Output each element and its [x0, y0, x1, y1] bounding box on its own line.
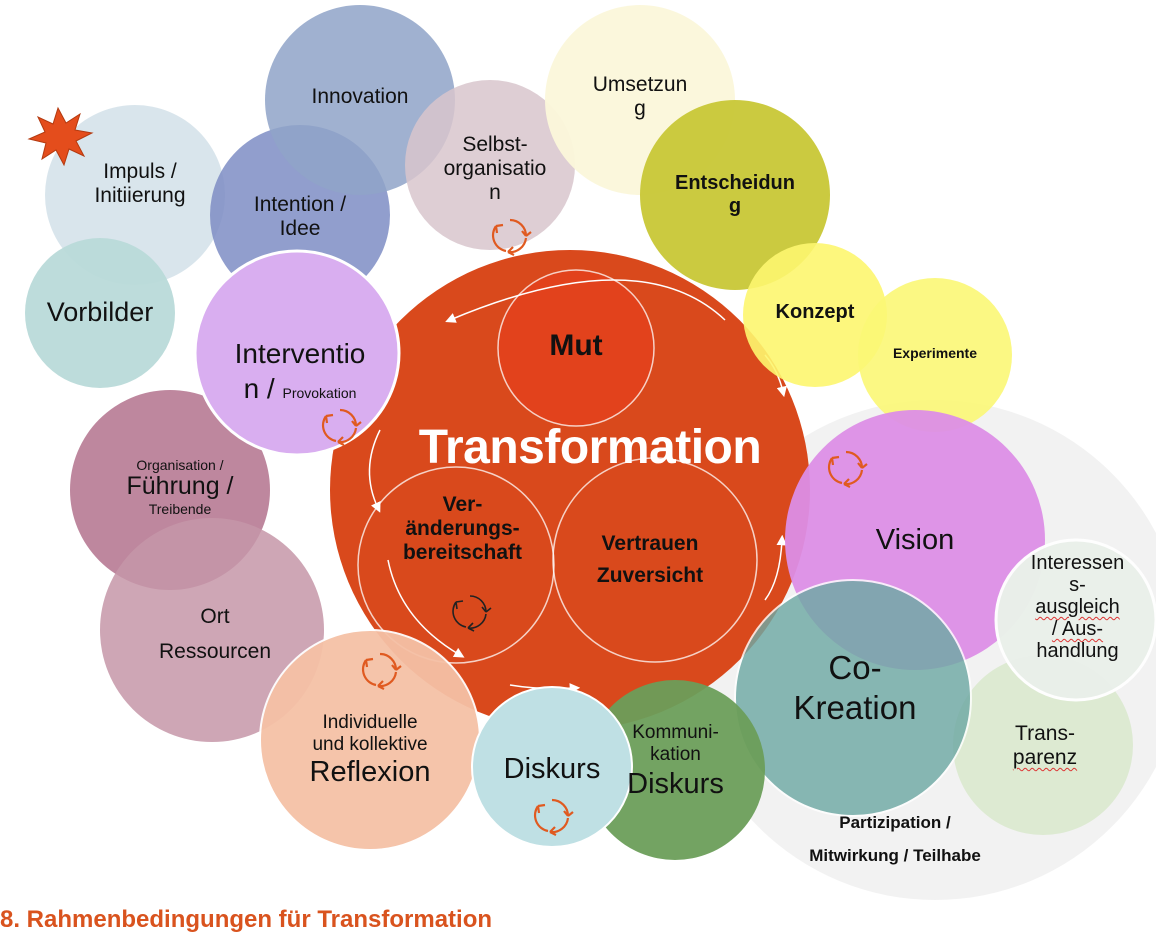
- label-vorbilder: Vorbilder: [46, 297, 154, 327]
- cycle-icon: [361, 652, 402, 690]
- bubble-kokreation: [734, 579, 972, 817]
- bubble-experimente: [858, 278, 1012, 432]
- label-partizipation: Partizipation /Mitwirkung / Teilhabe: [809, 813, 981, 866]
- cycle-icon: [491, 218, 532, 256]
- label-vision: Vision: [875, 524, 955, 556]
- vertrauen-circle: [552, 457, 758, 663]
- starburst-icon: [27, 106, 94, 167]
- transformation-circle: [330, 250, 810, 730]
- arrow-right: [764, 534, 787, 601]
- cycle-icon: [827, 450, 868, 488]
- label-konzept: Konzept: [775, 301, 855, 323]
- cycle-icon: [321, 408, 362, 446]
- arrow-lower-left: [387, 559, 465, 658]
- label-innovation: Innovation: [311, 85, 409, 108]
- label-kokreation: Co-Kreation: [793, 649, 917, 726]
- caption: 8. Rahmenbedingungen für Transformation: [0, 906, 493, 933]
- mut-circle: [497, 269, 655, 427]
- label-transparenz: Trans-parenz: [1012, 722, 1078, 770]
- bubble-interessen: [994, 538, 1156, 702]
- label-impuls: Impuls /Initiierung: [94, 160, 186, 208]
- label-experimente: Experimente: [892, 345, 978, 361]
- label-mut: Mut: [549, 329, 603, 362]
- veraenderung-circle: [357, 466, 555, 664]
- bubble-ressourcen: [100, 518, 324, 742]
- arrow-top: [445, 279, 726, 323]
- label-reflexion: Individuelle und kollektive Reflexion: [309, 712, 431, 788]
- label-fuehrung: Organisation / Führung / Treibende: [126, 457, 234, 517]
- bubble-entscheidung: [640, 100, 830, 290]
- label-intervention: Interventio n / Provokation: [234, 338, 366, 404]
- bubble-kommunikation: [585, 680, 765, 860]
- label-veraenderung: Ver-änderungs-bereitschaft: [402, 493, 523, 565]
- cycle-icon: [533, 798, 574, 836]
- label-transformation: Transformation: [418, 421, 762, 474]
- arrow-left: [368, 429, 381, 513]
- bubble-diskurs: [471, 686, 633, 848]
- label-kommunikation: Kommuni- kation Diskurs: [627, 722, 724, 800]
- bubble-selbstorganisation: [405, 80, 575, 250]
- bubble-vorbilder: [25, 238, 175, 388]
- cycle-icon: [452, 595, 492, 632]
- bubble-konzept: [743, 243, 887, 387]
- bubble-intervention: [193, 249, 401, 457]
- label-diskurs: Diskurs: [503, 753, 601, 785]
- label-intention: Intention /Idee: [253, 193, 347, 241]
